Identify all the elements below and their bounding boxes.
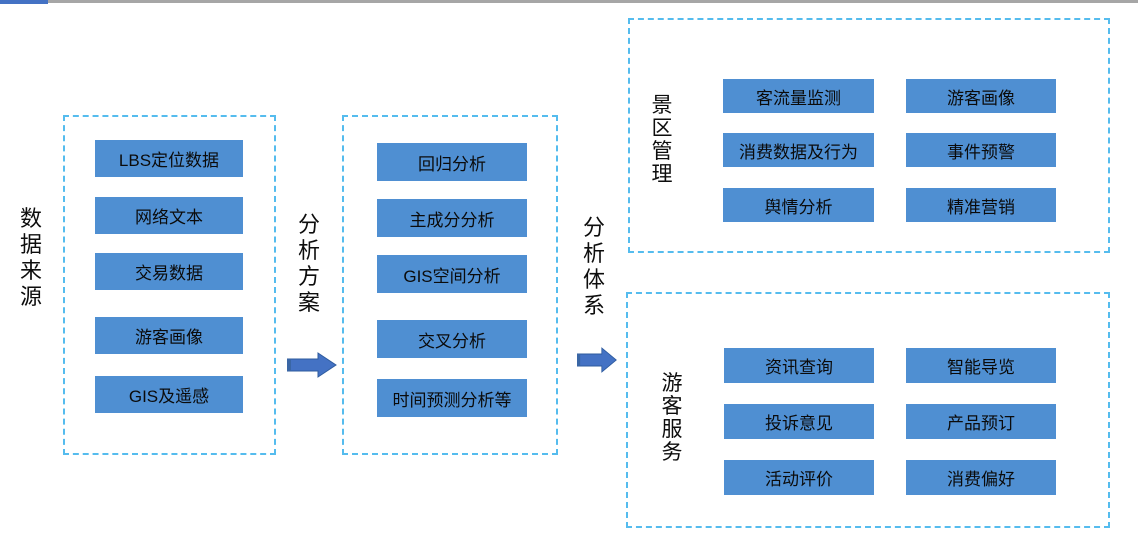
node-event-warning: 事件预警 [906,133,1056,167]
node-time-forecast-analysis: 时间预测分析等 [377,379,527,417]
node-activity-review: 活动评价 [724,460,874,495]
node-precision-marketing: 精准营销 [906,188,1056,222]
node-pca-analysis: 主成分分析 [377,199,527,237]
data-source-group-box [63,115,276,455]
node-product-booking: 产品预订 [906,404,1056,439]
node-smart-guide: 智能导览 [906,348,1056,383]
node-web-text: 网络文本 [95,197,243,234]
tourist-service-group-box [626,292,1110,528]
node-regression-analysis: 回归分析 [377,143,527,181]
section-label-analysis-plan: 分析方案 [297,212,320,315]
node-visitor-flow-monitoring: 客流量监测 [723,79,874,113]
section-label-analysis-system: 分析体系 [582,215,605,318]
node-sentiment-analysis: 舆情分析 [723,188,874,222]
node-info-query: 资讯查询 [724,348,874,383]
node-tourist-profile: 游客画像 [906,79,1056,113]
node-consumption-data-behavior: 消费数据及行为 [723,133,874,167]
node-gis-spatial-analysis: GIS空间分析 [377,255,527,293]
node-transaction-data: 交易数据 [95,253,243,290]
arrow-right-icon [287,352,337,378]
node-lbs-data: LBS定位数据 [95,140,243,177]
node-consumption-preference: 消费偏好 [906,460,1056,495]
arrow-right-icon [577,347,617,373]
group-label-tourist-service: 游客服务 [661,372,683,464]
topbar-accent-segment [0,0,48,4]
node-tourist-profile-source: 游客画像 [95,317,243,354]
node-complaints-feedback: 投诉意见 [724,404,874,439]
node-cross-analysis: 交叉分析 [377,320,527,358]
section-label-data-source: 数据来源 [19,206,42,309]
topbar-gray-line [48,0,1138,3]
node-gis-remote-sensing: GIS及遥感 [95,376,243,413]
analysis-plan-group-box [342,115,558,455]
group-label-scenic-management: 景区管理 [651,94,673,186]
scenic-management-group-box [628,18,1110,253]
